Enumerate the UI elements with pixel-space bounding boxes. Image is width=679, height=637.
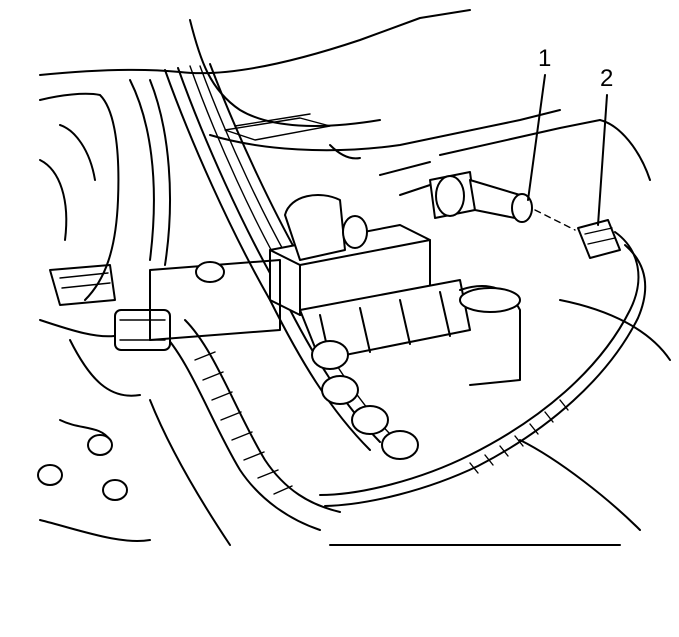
engine-background — [39, 9, 671, 546]
sensor-component — [429, 171, 576, 231]
left-wiring-harness — [37, 79, 231, 546]
callout-1-leader — [527, 74, 546, 201]
callout-2-leader — [597, 94, 608, 226]
corrugated-hose — [114, 309, 341, 531]
callout-2-label: 2 — [600, 65, 613, 92]
callout-1-label: 1 — [538, 45, 551, 72]
ignition-coil-assembly — [149, 194, 521, 460]
